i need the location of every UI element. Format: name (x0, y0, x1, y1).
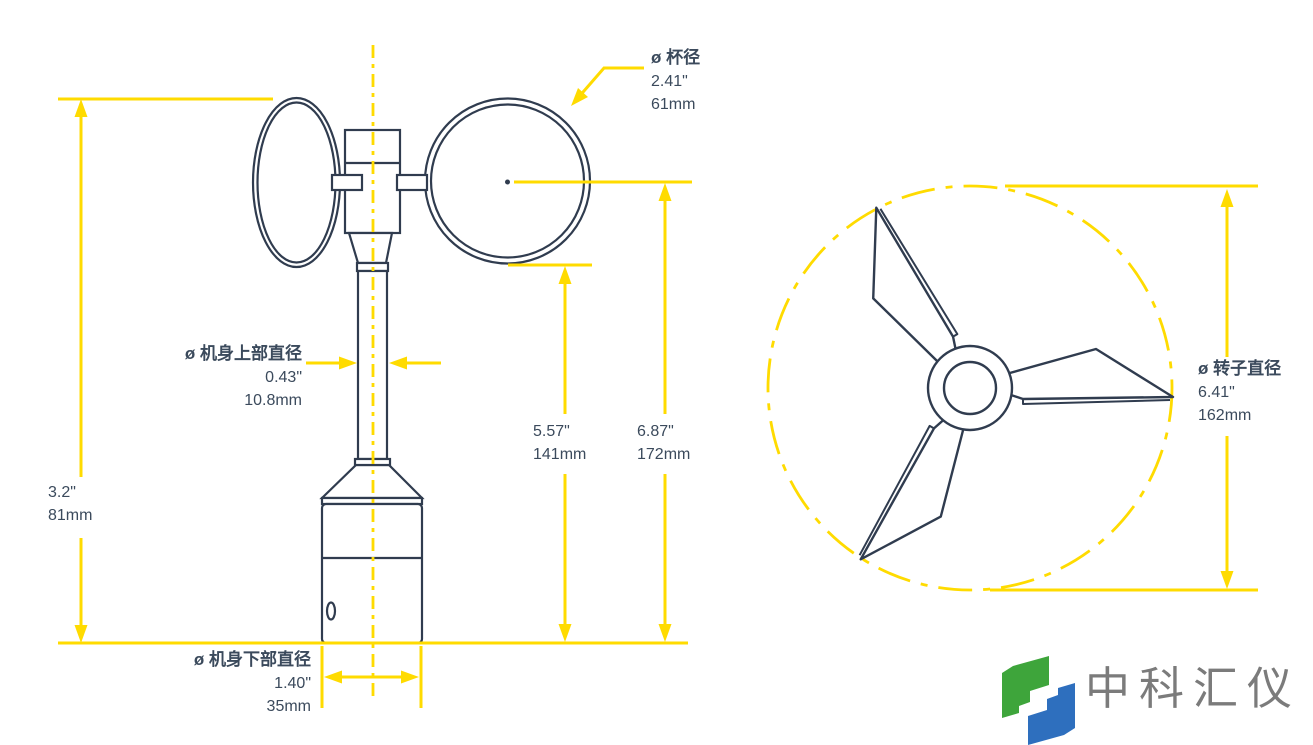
overall-height-label: 6.87" 172mm (637, 420, 690, 466)
cup-bottom-height-inch: 5.57" (533, 423, 570, 440)
overall-height-mm: 172mm (637, 446, 691, 463)
logo-wordmark: 中科汇仪 (1085, 663, 1302, 714)
hub-arm-right (395, 173, 429, 192)
rotor-swept-circle (766, 184, 1174, 592)
body-height-mm: 81mm (48, 507, 93, 524)
cup-diameter-mm: 61mm (651, 96, 696, 113)
hub (330, 128, 429, 273)
rotor-diameter-label: ø 转子直径 6.41" 162mm (1198, 357, 1281, 427)
body-height-label: 3.2" 81mm (48, 481, 92, 527)
anemometer-side-view (251, 96, 592, 645)
cup-diameter-label: ø 杯径 2.41" 61mm (651, 46, 700, 116)
cup-bottom-height-mm: 141mm (533, 446, 587, 463)
hub-arm-left (330, 173, 364, 192)
hub-neck (347, 231, 394, 265)
lower-body-title: ø 机身下部直径 (193, 650, 311, 669)
cup-bottom-height-label: 5.57" 141mm (533, 420, 586, 466)
dimension-arrowheads (74, 88, 1234, 684)
logo-icon (1002, 656, 1075, 745)
rotor-top-view (766, 184, 1175, 592)
cup-diameter-inch: 2.41" (651, 73, 688, 90)
rotor-diameter-title: ø 转子直径 (1198, 359, 1282, 378)
logo-icon-blue (1028, 683, 1075, 745)
upper-body-mm: 10.8mm (244, 392, 302, 409)
cup-diameter-title: ø 杯径 (651, 48, 701, 67)
dimension-lines (58, 45, 1258, 708)
body-height-inch: 3.2" (48, 484, 76, 501)
rotor-diameter-mm: 162mm (1198, 407, 1252, 424)
lower-body-inch: 1.40" (274, 675, 311, 692)
propeller (833, 202, 1175, 585)
overall-height-inch: 6.87" (637, 423, 674, 440)
upper-body-title: ø 机身上部直径 (184, 344, 302, 363)
rotor-hub-inner (942, 360, 998, 416)
base-hole (325, 601, 337, 621)
cup-center-dot (505, 179, 510, 185)
rotor-diameter-inch: 6.41" (1198, 384, 1235, 401)
logo-icon-green (1002, 656, 1049, 718)
upper-body-inch: 0.43" (265, 369, 302, 386)
upper-body-diameter-label: ø 机身上部直径 0.43" 10.8mm (100, 342, 302, 412)
cup-left (251, 96, 342, 269)
lower-body-diameter-label: ø 机身下部直径 1.40" 35mm (100, 648, 311, 718)
lower-body-mm: 35mm (266, 698, 311, 715)
